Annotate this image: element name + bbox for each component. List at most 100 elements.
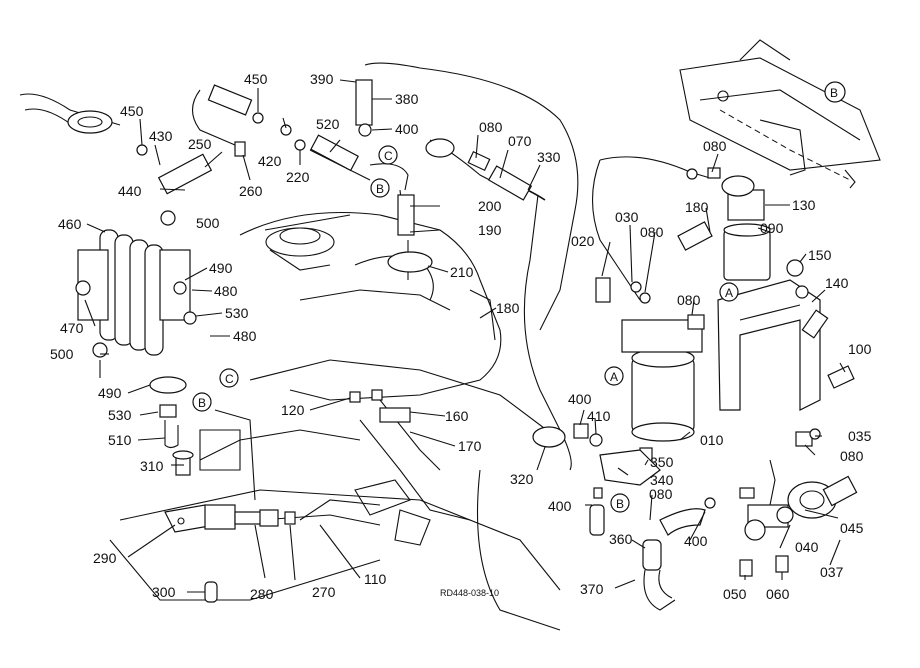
callout-070: 070 (508, 133, 532, 149)
callout-060: 060 (766, 586, 790, 602)
callout-170: 170 (458, 438, 482, 454)
callout-500: 500 (50, 346, 74, 362)
callout-035: 035 (848, 428, 872, 444)
svg-text:B: B (616, 497, 624, 511)
callout-080: 080 (649, 486, 673, 502)
callout-490: 490 (209, 260, 233, 276)
reference-markers: B B B B C C A A (192, 81, 846, 513)
callout-310: 310 (140, 458, 164, 474)
callout-180: 180 (685, 199, 709, 215)
callout-350: 350 (650, 454, 674, 470)
callout-530: 530 (108, 407, 132, 423)
ref-c-marker: C (219, 368, 239, 388)
mounting-bracket (717, 259, 855, 411)
ref-b-marker: B (192, 392, 212, 412)
callout-480: 480 (233, 328, 257, 344)
callout-080: 080 (703, 138, 727, 154)
svg-text:A: A (610, 370, 618, 384)
callout-200: 200 (478, 198, 502, 214)
callout-120: 120 (281, 402, 305, 418)
callout-220: 220 (286, 169, 310, 185)
frame-outline (679, 39, 881, 189)
callout-080: 080 (479, 119, 503, 135)
callout-320: 320 (510, 471, 534, 487)
callout-460: 460 (58, 216, 82, 232)
drawing-code-label: RD448-038-10 (440, 588, 499, 598)
svg-text:B: B (376, 182, 384, 196)
svg-text:A: A (725, 286, 733, 300)
callout-490: 490 (98, 385, 122, 401)
callout-010: 010 (700, 432, 724, 448)
callout-210: 210 (450, 264, 474, 280)
bottom-left-parts (164, 450, 296, 603)
callout-440: 440 (118, 183, 142, 199)
leader-lines (84, 79, 846, 593)
cooler-assembly (75, 210, 197, 449)
callout-080: 080 (640, 224, 664, 240)
callout-130: 130 (792, 197, 816, 213)
callout-040: 040 (795, 539, 819, 555)
callout-380: 380 (395, 91, 419, 107)
callout-110: 110 (364, 571, 387, 587)
callout-080: 080 (840, 448, 864, 464)
svg-text:B: B (830, 86, 838, 100)
callout-160: 160 (445, 408, 469, 424)
callout-080: 080 (677, 292, 701, 308)
callout-030: 030 (615, 209, 639, 225)
callout-330: 330 (537, 149, 561, 165)
callout-520: 520 (316, 116, 340, 132)
callout-190: 190 (478, 222, 502, 238)
callout-020: 020 (571, 233, 595, 249)
callout-400: 400 (684, 533, 708, 549)
callout-300: 300 (152, 584, 176, 600)
callout-430: 430 (149, 128, 173, 144)
part-callouts: 450 450 430 440 250 260 420 220 520 390 … (50, 71, 872, 602)
ref-b-marker: B (824, 81, 846, 103)
callout-510: 510 (108, 432, 132, 448)
callout-290: 290 (93, 550, 117, 566)
fuel-filter-assembly (595, 167, 771, 442)
callout-270: 270 (312, 584, 336, 600)
callout-280: 280 (250, 586, 274, 602)
callout-250: 250 (188, 136, 212, 152)
lift-pump (739, 428, 858, 577)
callout-530: 530 (225, 305, 249, 321)
callout-090: 090 (760, 220, 784, 236)
callout-360: 360 (609, 531, 633, 547)
callout-450: 450 (244, 71, 268, 87)
svg-text:B: B (198, 396, 206, 410)
callout-037: 037 (820, 564, 844, 580)
center-bottom-parts (349, 389, 716, 611)
callout-180: 180 (496, 300, 520, 316)
callout-140: 140 (825, 275, 849, 291)
callout-450: 450 (120, 103, 144, 119)
svg-text:C: C (225, 372, 234, 386)
callout-050: 050 (723, 586, 747, 602)
callout-480: 480 (214, 283, 238, 299)
ref-b-marker: B (370, 178, 390, 198)
callout-400: 400 (395, 121, 419, 137)
drawing-code: RD448-038-10 (440, 588, 499, 598)
hoses-top-left (19, 79, 533, 273)
callout-045: 045 (840, 520, 864, 536)
callout-400: 400 (568, 391, 592, 407)
ref-c-marker: C (378, 145, 398, 165)
callout-260: 260 (239, 183, 263, 199)
callout-100: 100 (848, 341, 872, 357)
engine-outline (109, 211, 561, 601)
callout-470: 470 (60, 320, 84, 336)
ref-a-marker: A (719, 282, 739, 302)
callout-500: 500 (196, 215, 220, 231)
callout-410: 410 (587, 408, 611, 424)
ref-b-marker: B (610, 493, 630, 513)
callout-340: 340 (650, 472, 674, 488)
callout-370: 370 (580, 581, 604, 597)
callout-390: 390 (310, 71, 334, 87)
svg-text:C: C (384, 149, 393, 163)
ref-a-marker: A (604, 366, 624, 386)
callout-150: 150 (808, 247, 832, 263)
callout-400: 400 (548, 498, 572, 514)
callout-420: 420 (258, 153, 282, 169)
